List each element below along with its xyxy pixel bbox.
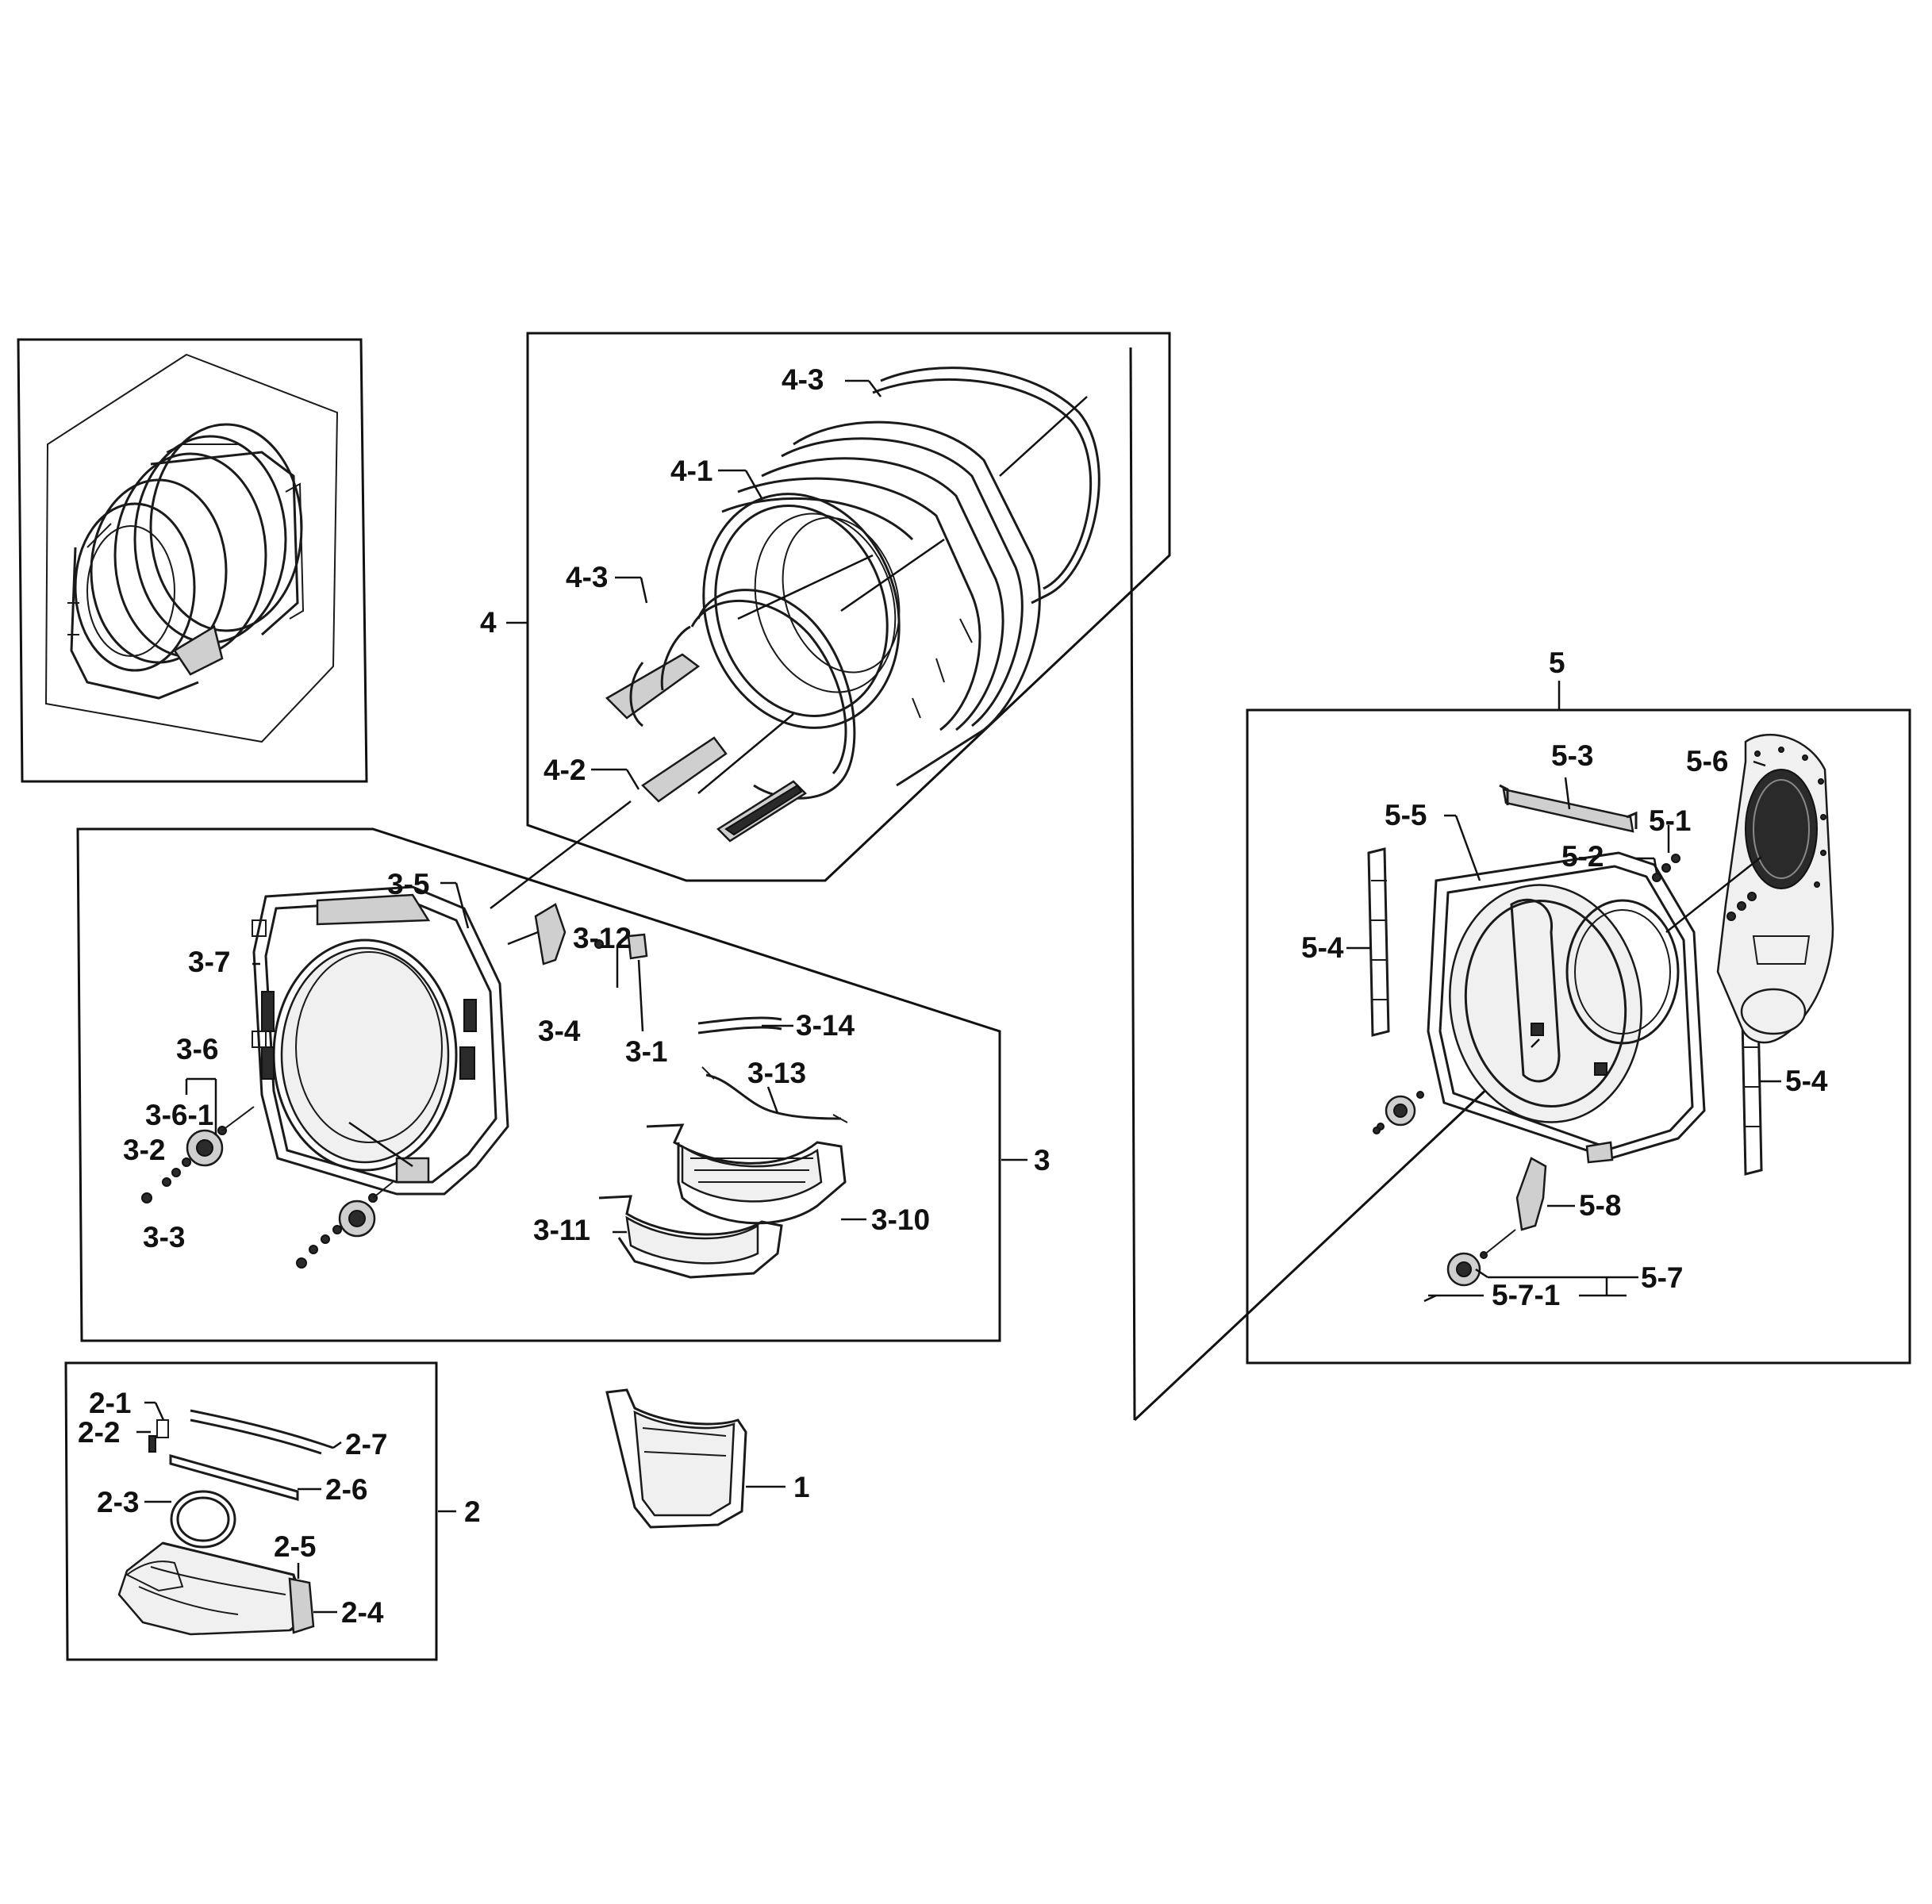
callout-3-1: 3-1 [625, 1035, 667, 1068]
callout-3-2: 3-2 [123, 1134, 165, 1166]
rear-panel-bracket-5-4-left [1367, 847, 1390, 1037]
callout-3-3: 3-3 [143, 1221, 185, 1253]
callout-4: 4 [480, 606, 497, 639]
callout-labels: 1 2 2-1 2-2 2-3 2-4 2-5 2-6 2-7 3 3-1 3-… [78, 363, 1828, 1629]
callout-5-1: 5-1 [1649, 804, 1691, 837]
overview-drum-illustration [67, 423, 305, 700]
callout-3-6-1: 3-6-1 [145, 1099, 213, 1131]
callout-2: 2 [464, 1495, 481, 1528]
callout-5-6: 5-6 [1686, 745, 1728, 777]
callout-5-5: 5-5 [1385, 799, 1427, 831]
harness-3-13 [701, 1066, 848, 1123]
callout-2-4: 2-4 [341, 1596, 384, 1629]
callout-5-8: 5-8 [1579, 1189, 1621, 1222]
callout-2-3: 2-3 [97, 1486, 139, 1518]
drum-body [702, 420, 1041, 787]
callout-3-5: 3-5 [387, 868, 429, 900]
callout-3-12: 3-12 [573, 922, 632, 954]
drum-front-ring [690, 589, 856, 800]
callout-5: 5 [1549, 647, 1565, 679]
callout-3-11: 3-11 [533, 1214, 590, 1246]
duct-sensor-2-1 [148, 1419, 169, 1453]
rear-panel-hardware [1373, 854, 1757, 1287]
callout-3: 3 [1034, 1144, 1051, 1177]
group-3-front-panel [76, 800, 1027, 1342]
callout-2-1: 2-1 [89, 1387, 131, 1419]
duct-ring-2-3 [170, 1490, 236, 1549]
overview-drum-assembly [17, 338, 368, 783]
callout-3-14: 3-14 [796, 1009, 855, 1042]
group-5-rear-panel [1133, 681, 1911, 1422]
filter-guide-3-11 [598, 1195, 783, 1279]
harness-3-14 [697, 1016, 782, 1035]
callout-5-4-right: 5-4 [1785, 1065, 1828, 1097]
rear-duct-5-6 [1716, 734, 1834, 1044]
rear-panel-body-5-5 [1427, 851, 1706, 1164]
drum-rear-ring [872, 367, 1100, 605]
callout-5-7-1: 5-7-1 [1492, 1279, 1560, 1311]
duct-strip-2-6 [169, 1454, 299, 1501]
callout-1: 1 [793, 1471, 810, 1503]
callout-3-4: 3-4 [538, 1015, 581, 1047]
callout-2-7: 2-7 [345, 1428, 387, 1461]
callout-2-6: 2-6 [325, 1473, 367, 1506]
door-switch-parts [507, 903, 648, 965]
rear-panel-bracket-5-3 [1499, 784, 1638, 833]
callout-4-1: 4-1 [670, 455, 712, 487]
callout-5-4-left: 5-4 [1301, 931, 1344, 964]
callout-4-3-left: 4-3 [566, 561, 608, 593]
front-panel-housing [252, 885, 509, 1196]
drum-baffle-lifters [605, 653, 807, 843]
callout-5-7: 5-7 [1641, 1261, 1683, 1294]
callout-3-13: 3-13 [747, 1057, 806, 1089]
callout-5-3: 5-3 [1551, 739, 1593, 772]
part-1-filter [605, 1388, 785, 1529]
callout-2-2: 2-2 [78, 1416, 120, 1449]
callout-4-2: 4-2 [543, 754, 586, 786]
callout-3-6: 3-6 [176, 1033, 218, 1065]
duct-strip-2-7 [190, 1409, 334, 1455]
group-2-duct [64, 1361, 456, 1661]
filter-housing-3-10 [646, 1123, 847, 1225]
callout-5-2: 5-2 [1561, 840, 1604, 873]
group-4-drum [526, 332, 1171, 1421]
duct-body-2-4 [117, 1541, 315, 1636]
callout-4-3-top: 4-3 [782, 363, 824, 396]
callout-3-7: 3-7 [188, 946, 230, 978]
hinge-hardware [141, 1106, 413, 1269]
callout-3-10: 3-10 [871, 1203, 930, 1236]
group-4-leaders [506, 379, 881, 790]
callout-2-5: 2-5 [274, 1530, 316, 1563]
